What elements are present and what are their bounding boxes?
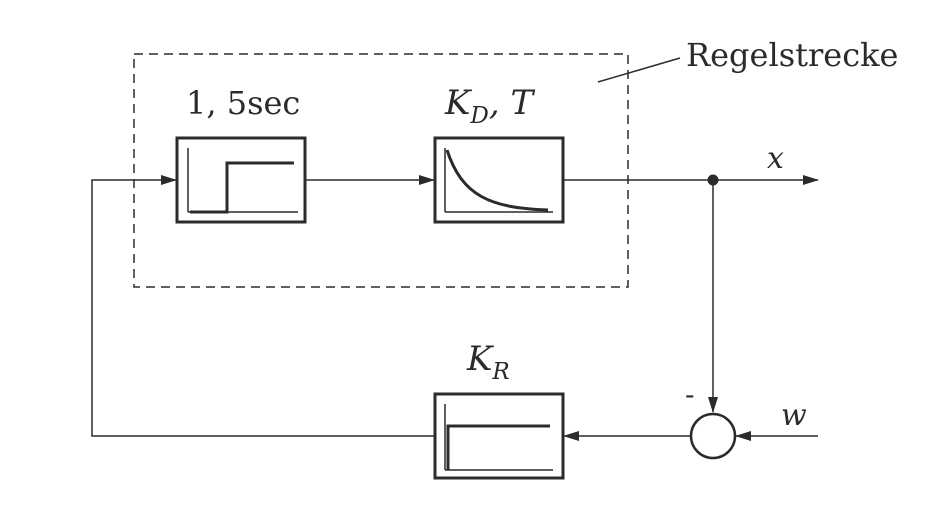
controller-gain-curve (446, 424, 550, 470)
controller-block (433, 392, 565, 480)
pt1-label: KD, T (444, 83, 535, 129)
step-response-curve (190, 161, 294, 214)
controller-label-main: K (466, 339, 495, 379)
summing-junction (689, 412, 737, 460)
svg-text:KR: KR (466, 339, 510, 385)
controller-label-sub: R (491, 359, 509, 385)
feedback-return-path (91, 175, 435, 437)
plant-label: Regelstrecke (686, 36, 898, 74)
sum-sign-label: - (685, 378, 694, 411)
setpoint-label: w (781, 398, 807, 433)
pt1-block (433, 136, 565, 224)
plant-label-leader (597, 57, 681, 83)
controller-label: KR (466, 339, 510, 385)
pt1-label-sub: D (469, 103, 488, 129)
dead-time-block (175, 136, 307, 224)
output-label: x (767, 141, 784, 176)
svg-text:KD, T: KD, T (444, 83, 535, 129)
pt1-decay-curve (445, 149, 549, 212)
pt1-label-tail: , T (489, 83, 536, 123)
plant-boundary (133, 53, 629, 288)
pt1-label-main: K (444, 83, 473, 123)
dead-time-label: 1, 5sec (186, 84, 300, 122)
